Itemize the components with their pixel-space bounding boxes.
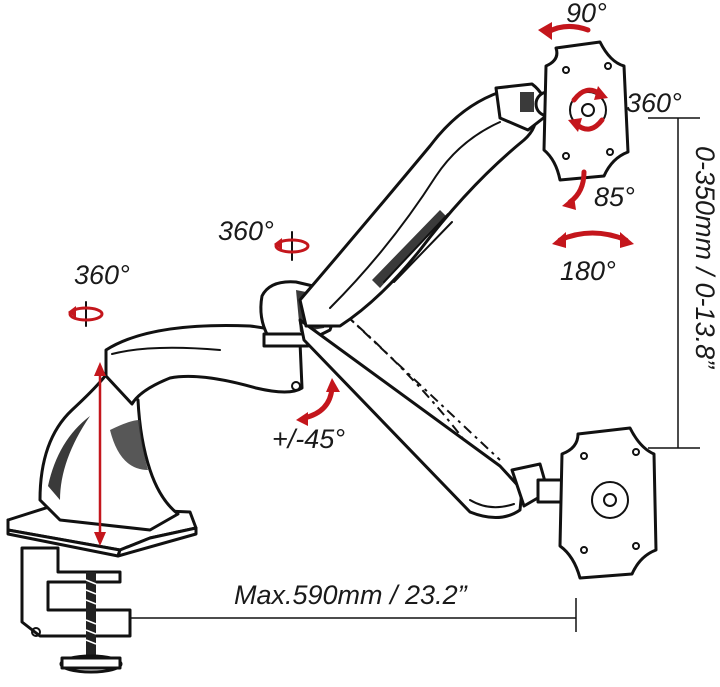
height-arrow <box>94 362 106 546</box>
vesa-hole-bl <box>562 152 570 160</box>
vesa-low-hole-tr <box>632 448 640 456</box>
arm-joint-rotation-ellipse <box>274 238 310 254</box>
desk-clamp <box>20 546 132 674</box>
swivel-arrow <box>552 230 634 248</box>
column-shadow <box>48 416 90 500</box>
elbow-tilt-arrow <box>296 378 340 426</box>
elbow-tilt-arrow-curve <box>301 385 335 421</box>
raised-arm-detail <box>383 213 453 283</box>
lower-arm <box>104 324 304 406</box>
upper-joint-shadow <box>520 92 534 112</box>
base-rotation-ellipse <box>68 306 104 322</box>
elbow-tilt-label: +/-45° <box>272 424 345 454</box>
vesa-low-hole-tl <box>580 452 588 460</box>
height-arrow-head-up <box>94 362 106 376</box>
raised-arm-edge <box>329 121 501 309</box>
clamp-knob-base <box>60 656 122 670</box>
vesa-low-hole-br <box>632 542 640 550</box>
tilt-arrow-head <box>538 22 552 40</box>
clamp-screw <box>86 572 96 662</box>
vesa-plate-raised <box>542 40 630 182</box>
tilt-arrow <box>538 22 591 40</box>
reach-label: Max.590mm / 23.2” <box>234 580 468 610</box>
swivel-arrow-head-right <box>620 232 634 248</box>
column-shadow-right <box>110 420 148 470</box>
elbow-tilt-arrow-head-top <box>326 378 340 392</box>
monitor-rotation-label: 360° <box>626 88 682 118</box>
rotation-arrow-head-lower <box>568 118 582 132</box>
base-rotation-head <box>68 306 76 318</box>
base-rotation-arrow <box>68 301 104 327</box>
elbow-tilt-arrow-head-left <box>296 412 308 426</box>
column-body <box>38 370 180 532</box>
mount-column <box>38 370 180 532</box>
vesa-plate-raised-body <box>542 40 630 182</box>
lowered-arm-edge <box>469 499 515 509</box>
raised-arm-shadow <box>372 210 446 288</box>
tilt-down-arrow-head <box>562 196 576 210</box>
lower-arm-line <box>111 346 221 355</box>
height-arrow-head-down <box>94 532 106 546</box>
vesa-plate-raised-center <box>581 103 595 117</box>
tilt-down-label: 85° <box>594 182 635 212</box>
clamp-screw-thread <box>85 579 97 645</box>
ghost-arm-mid <box>339 309 471 449</box>
clamp-hole <box>31 627 41 637</box>
clamp-bracket <box>20 546 132 638</box>
arm-joint-rotation-head <box>274 238 282 250</box>
rotation-arrow-head-upper <box>594 86 608 100</box>
raised-arm <box>298 90 539 328</box>
base-rotation-label: 360° <box>74 260 130 290</box>
vesa-plate-lowered <box>558 426 658 580</box>
vesa-plate-lowered-hub <box>591 481 629 519</box>
swivel-arrow-curve <box>557 230 629 243</box>
base-plate-edge-right <box>116 526 198 558</box>
swivel-label: 180° <box>560 256 616 286</box>
vesa-hole-tl <box>562 66 570 74</box>
height-range-label: 0-350mm / 0-13.8” <box>690 146 720 369</box>
vesa-plate-lowered-center <box>603 493 617 507</box>
height-dimension <box>648 117 700 449</box>
raised-arm-body <box>298 90 539 328</box>
arm-joint-rotation-label: 360° <box>218 216 274 246</box>
tilt-down-arrow <box>562 169 587 210</box>
vesa-low-hole-bl <box>580 546 588 554</box>
lowered-arm-ghost <box>298 299 568 519</box>
tilt-label: 90° <box>566 0 607 28</box>
reach-dimension <box>96 598 577 632</box>
vesa-plate-lowered-body <box>558 426 658 580</box>
swivel-arrow-head-left <box>552 232 566 248</box>
lower-arm-body <box>104 324 304 406</box>
vesa-hole-tr <box>604 62 612 70</box>
arm-joint-rotation-arrow <box>274 231 310 261</box>
elbow-collar <box>262 332 310 348</box>
lowered-arm-body <box>298 318 524 519</box>
monitor-rotation-arrow <box>568 86 608 132</box>
vesa-hole-br <box>606 148 614 156</box>
lower-arm-screw <box>291 381 301 391</box>
